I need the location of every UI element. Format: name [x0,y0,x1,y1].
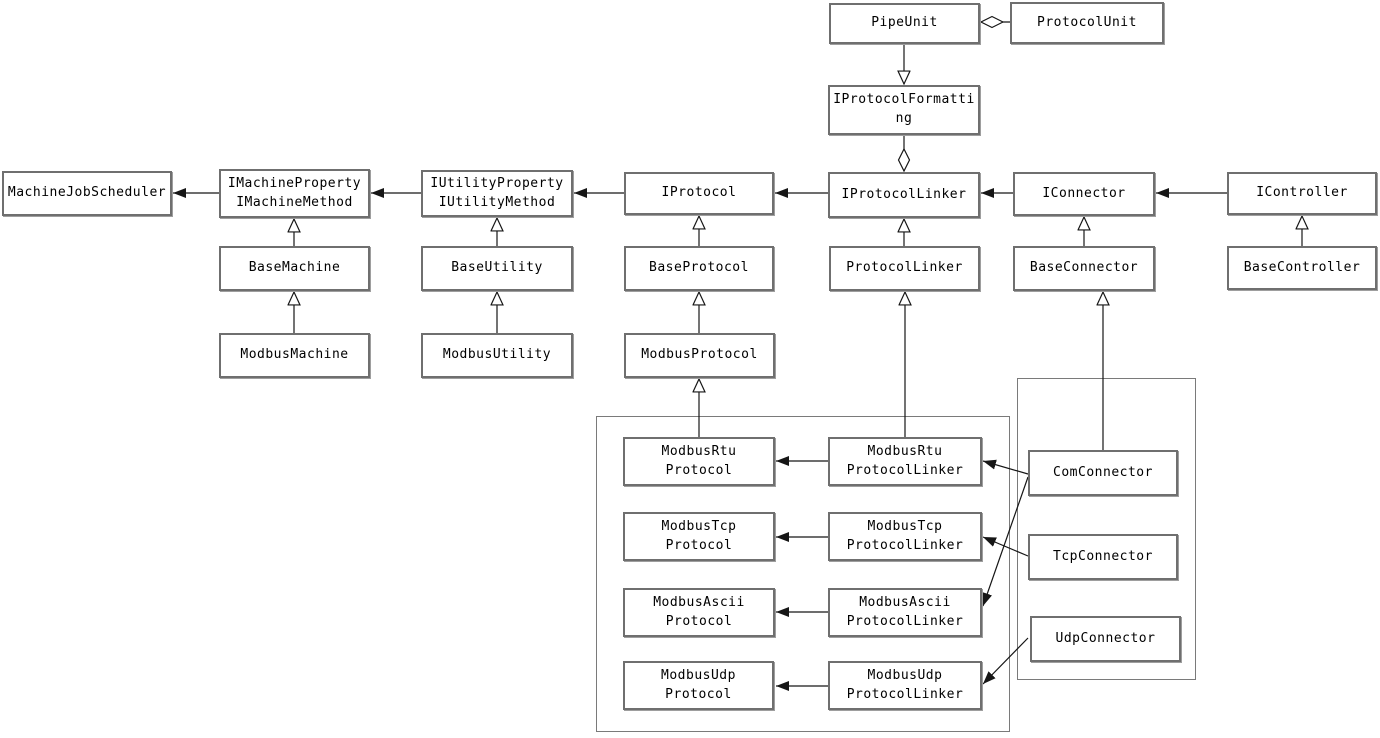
class-box-iprotocol-formatting: IProtocolFormatti ng [828,85,980,135]
class-label-modbus-udp-protocol: ModbusUdp Protocol [661,667,736,702]
modbus-protocol-group-frame [596,416,1010,732]
class-box-iprotocol-linker: IProtocolLinker [828,172,980,218]
class-label-icontroller: IController [1256,185,1348,201]
class-label-modbus-rtu-protocol-linker: ModbusRtu ProtocolLinker [846,443,964,478]
class-box-base-controller: BaseController [1227,246,1377,290]
class-box-protocol-unit: ProtocolUnit [1010,2,1164,44]
class-label-iprotocol: IProtocol [661,185,737,201]
class-box-modbus-tcp-protocol-linker: ModbusTcp ProtocolLinker [828,512,982,561]
class-label-base-connector: BaseConnector [1029,260,1139,276]
class-label-imachine-property: IMachineProperty IMachineMethod [227,175,362,210]
class-box-pipe-unit: PipeUnit [829,3,980,44]
class-label-modbus-ascii-protocol: ModbusAscii Protocol [653,594,745,629]
class-label-base-controller: BaseController [1243,259,1361,275]
class-label-modbus-utility: ModbusUtility [442,347,552,363]
class-label-iprotocol-formatting: IProtocolFormatti ng [833,92,975,126]
class-label-pipe-unit: PipeUnit [871,15,938,31]
class-label-modbus-tcp-protocol-linker: ModbusTcp ProtocolLinker [846,518,964,553]
class-label-modbus-rtu-protocol: ModbusRtu Protocol [661,443,737,478]
connector-group-frame [1017,378,1196,680]
class-box-iutility-property: IUtilityProperty IUtilityMethod [421,170,573,217]
class-label-iutility-property: IUtilityProperty IUtilityMethod [430,175,564,210]
class-box-modbus-rtu-protocol: ModbusRtu Protocol [623,437,775,486]
class-box-modbus-rtu-protocol-linker: ModbusRtu ProtocolLinker [828,437,982,486]
class-label-iconnector: IConnector [1042,185,1126,201]
class-box-modbus-utility: ModbusUtility [421,333,573,378]
class-box-base-machine: BaseMachine [219,246,370,291]
class-label-modbus-machine: ModbusMachine [240,347,349,363]
edge-comconnector-to-modbusrtuprotocollinker [982,459,1029,475]
class-label-modbus-udp-protocol-linker: ModbusUdp ProtocolLinker [846,667,964,702]
class-label-udp-connector: UdpConnector [1055,630,1156,646]
class-label-modbus-ascii-protocol-linker: ModbusAscii ProtocolLinker [846,594,964,629]
class-box-iconnector: IConnector [1013,172,1155,216]
class-label-base-protocol: BaseProtocol [649,260,749,276]
class-box-modbus-ascii-protocol-linker: ModbusAscii ProtocolLinker [828,588,982,637]
class-label-modbus-protocol: ModbusProtocol [641,347,758,363]
class-box-udp-connector: UdpConnector [1030,616,1181,662]
class-box-machine-job-scheduler: MachineJobScheduler [2,171,172,216]
class-box-icontroller: IController [1227,172,1377,215]
edge-udpconnector-to-modbusudpprotocollinker [982,637,1029,685]
class-label-modbus-tcp-protocol: ModbusTcp Protocol [661,518,737,553]
class-box-iprotocol: IProtocol [624,172,774,215]
class-box-com-connector: ComConnector [1028,450,1178,496]
class-label-base-machine: BaseMachine [248,260,341,276]
class-box-base-utility: BaseUtility [421,246,573,291]
class-box-base-protocol: BaseProtocol [624,246,774,291]
class-box-modbus-protocol: ModbusProtocol [624,333,775,378]
class-box-base-connector: BaseConnector [1013,246,1155,291]
class-box-modbus-tcp-protocol: ModbusTcp Protocol [623,512,775,561]
class-box-protocol-linker: ProtocolLinker [829,246,980,291]
class-label-tcp-connector: TcpConnector [1053,548,1153,564]
class-label-machine-job-scheduler: MachineJobScheduler [7,185,167,201]
class-box-modbus-ascii-protocol: ModbusAscii Protocol [623,588,775,637]
class-box-modbus-udp-protocol: ModbusUdp Protocol [623,661,774,710]
class-label-base-utility: BaseUtility [451,260,543,276]
class-label-protocol-linker: ProtocolLinker [846,260,963,276]
class-box-imachine-property: IMachineProperty IMachineMethod [219,169,370,218]
class-box-modbus-udp-protocol-linker: ModbusUdp ProtocolLinker [828,661,982,710]
edge-tcpconnector-to-modbustcpprotocollinker [982,536,1029,557]
class-label-com-connector: ComConnector [1053,464,1153,480]
class-box-modbus-machine: ModbusMachine [219,333,370,378]
class-box-tcp-connector: TcpConnector [1028,534,1178,580]
class-label-protocol-unit: ProtocolUnit [1037,14,1137,30]
edge-comconnector-to-modbusasciiprotocollinker [982,476,1029,607]
class-label-iprotocol-linker: IProtocolLinker [841,186,967,202]
